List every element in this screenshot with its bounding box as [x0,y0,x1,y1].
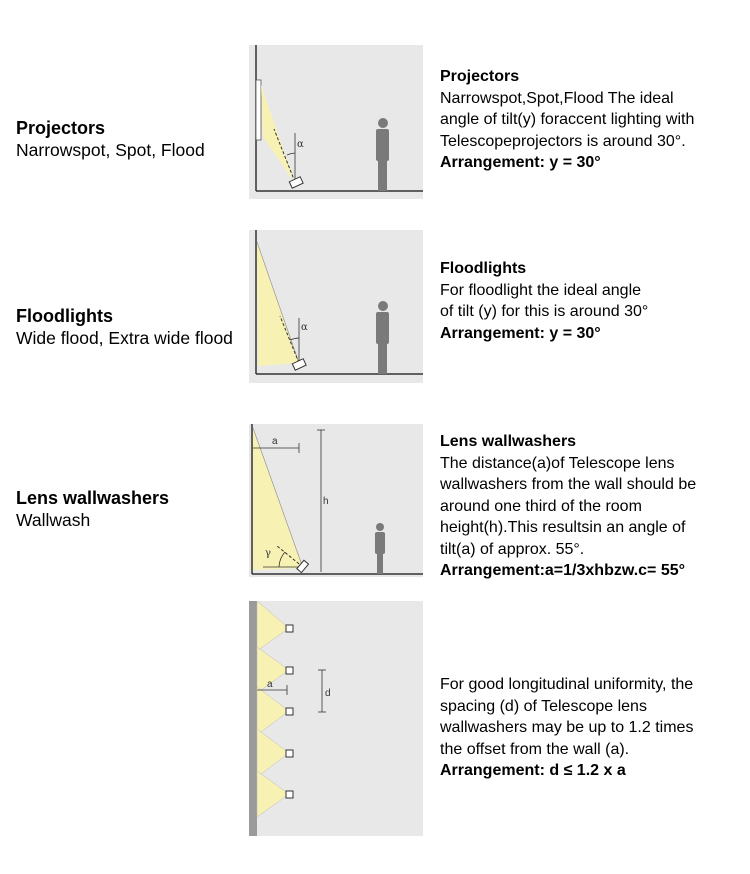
wallwashers-arrangement: Arrangement:a=1/3xhbzw.c= 55° [440,562,686,579]
projectors-description: Projectors Narrowspot,Spot,Flood The ide… [440,66,745,174]
wallwashers-h-label: h [323,496,329,507]
floodlights-description: Floodlights For floodlight the ideal ang… [440,258,745,344]
wallwashers-desc-line: around one third of the room [440,497,642,515]
projectors-arrangement: Arrangement: y = 30° [440,154,601,171]
projectors-desc-line: Narrowspot,Spot,Flood The ideal [440,89,674,107]
spacing-d-label: d [325,688,331,699]
wallwashers-desc-title: Lens wallwashers [440,433,577,450]
projectors-desc-line: angle of tilt(y) foraccent lighting with [440,111,695,128]
spacing-desc-line: the offset from the wall (a). [440,740,630,758]
wallwashers-diagram: a h γ [249,424,423,577]
person-figure [376,118,389,191]
wallwashers-desc-line: wallwashers from the wall should be [440,476,697,493]
floodlights-desc-line: of tilt (y) for this is around 30° [440,303,649,320]
floodlights-left-subtitle: Wide flood, Extra wide flood [16,328,233,348]
floodlights-alpha-label: α [301,322,308,333]
projectors-left-title: Projectors [16,118,106,138]
spacing-desc-line: wallwashers may be up to 1.2 times [440,719,694,736]
wallwashers-desc-line: The distance(a)of Telescope lens [440,454,675,472]
wallwashers-left-title: Lens wallwashers [16,488,170,508]
spacing-desc-line: spacing (d) of Telescope lens [440,697,647,715]
spacing-a-label: a [267,679,273,690]
wallwashers-gamma-label: γ [265,548,271,559]
floodlights-desc-title: Floodlights [440,260,527,277]
person-figure [376,301,389,374]
floodlights-diagram: α [249,230,423,383]
spacing-desc-line: For good longitudinal uniformity, the [440,676,694,693]
spacing-diagram: a d [249,601,423,836]
wallwashers-desc-line: height(h).This resultsin an angle of [440,519,686,536]
projectors-diagram: α [249,45,423,199]
spacing-description: For good longitudinal uniformity, the sp… [440,674,745,782]
floodlights-desc-line: For floodlight the ideal angle [440,281,642,299]
spacing-arrangement: Arrangement: d ≤ 1.2 x a [440,762,626,779]
wallwashers-description: Lens wallwashers The distance(a)of Teles… [440,431,745,582]
projectors-desc-line: Telescopeprojectors is around 30°. [440,132,686,150]
person-figure [375,523,385,574]
wallwashers-desc-line: tilt(a) of approx. 55°. [440,540,585,558]
projectors-alpha-label: α [297,139,304,150]
floodlights-left-title: Floodlights [16,306,113,326]
projectors-left-subtitle: Narrowspot, Spot, Flood [16,140,205,160]
wallwashers-left-subtitle: Wallwash [16,510,91,530]
projectors-desc-title: Projectors [440,68,520,85]
floodlights-arrangement: Arrangement: y = 30° [440,324,601,342]
wallwashers-a-label: a [272,436,278,447]
